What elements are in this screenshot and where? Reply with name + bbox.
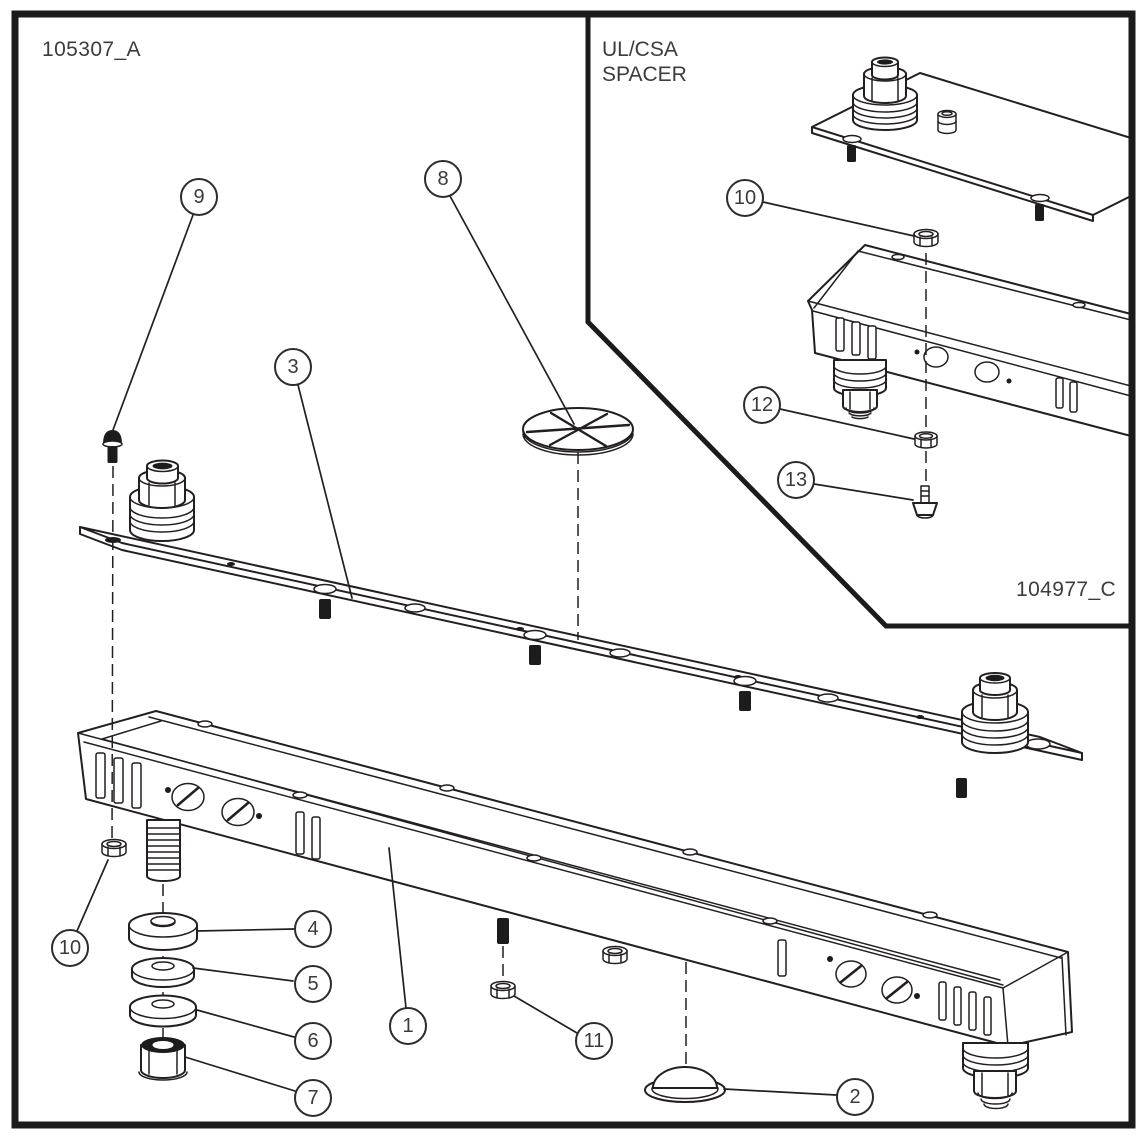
callout-10-main: 10 <box>51 929 89 967</box>
callout-12: 12 <box>743 386 781 424</box>
inset-screw-13 <box>912 485 938 519</box>
channel-fitting-right <box>962 1042 1029 1110</box>
plate-fitting-left <box>129 459 195 542</box>
inset-plate-fitting <box>852 56 918 131</box>
flat-washer-item-5 <box>131 957 195 988</box>
flat-washer-item-6 <box>129 994 197 1028</box>
callout-8: 8 <box>424 160 462 198</box>
inset-channel-fitting <box>833 359 887 420</box>
main-exploded-view <box>76 195 1083 1110</box>
plate-fitting-right <box>961 672 1029 754</box>
inset-drawing-number: 104977_C <box>1016 578 1117 601</box>
channel-body-item-1 <box>77 710 1073 1110</box>
hex-nut-under-channel <box>602 945 628 965</box>
callout-1: 1 <box>389 1007 427 1045</box>
threaded-stud <box>146 819 181 882</box>
inset-title-line2: SPACER <box>602 63 687 86</box>
callout-4: 4 <box>294 910 332 948</box>
lock-nut-item-7 <box>138 1037 188 1081</box>
channel-stud <box>497 918 509 944</box>
inset-title: UL/CSA SPACER <box>602 37 687 87</box>
plate-stud <box>739 691 751 711</box>
inset-title-line1: UL/CSA <box>602 38 678 61</box>
callout-9: 9 <box>180 178 218 216</box>
slotted-disc-item-8 <box>522 407 634 456</box>
inset-hex-nut-10 <box>913 228 939 248</box>
thick-washer-item-4 <box>128 912 198 951</box>
callout-5: 5 <box>294 965 332 1003</box>
push-cap-item-2 <box>644 1066 726 1103</box>
plate-stud <box>956 778 967 798</box>
callout-7: 7 <box>294 1079 332 1117</box>
main-drawing-number: 105307_A <box>42 38 141 61</box>
plate-stud <box>529 645 541 665</box>
plate-stud <box>319 599 331 619</box>
callout-10-inset: 10 <box>726 179 764 217</box>
hex-nut-item-11 <box>490 980 516 1000</box>
top-plate-item-3 <box>79 459 1083 798</box>
callout-3: 3 <box>274 348 312 386</box>
inset-top-plate <box>811 56 1132 222</box>
inset-leader-lines <box>762 201 915 501</box>
spacer-bushing <box>937 109 957 135</box>
inset-spacer-view <box>762 56 1132 519</box>
callout-11: 11 <box>575 1022 613 1060</box>
callout-6: 6 <box>294 1022 332 1060</box>
screw-item-9 <box>102 430 123 463</box>
inset-channel <box>807 244 1132 437</box>
callout-13: 13 <box>777 461 815 499</box>
callout-2: 2 <box>836 1078 874 1116</box>
inset-hex-nut-12 <box>914 431 938 449</box>
page-border <box>11 10 1136 1129</box>
main-leader-lines <box>76 195 837 1096</box>
inset-border <box>585 17 1132 629</box>
hex-nut-item-10 <box>101 838 127 858</box>
